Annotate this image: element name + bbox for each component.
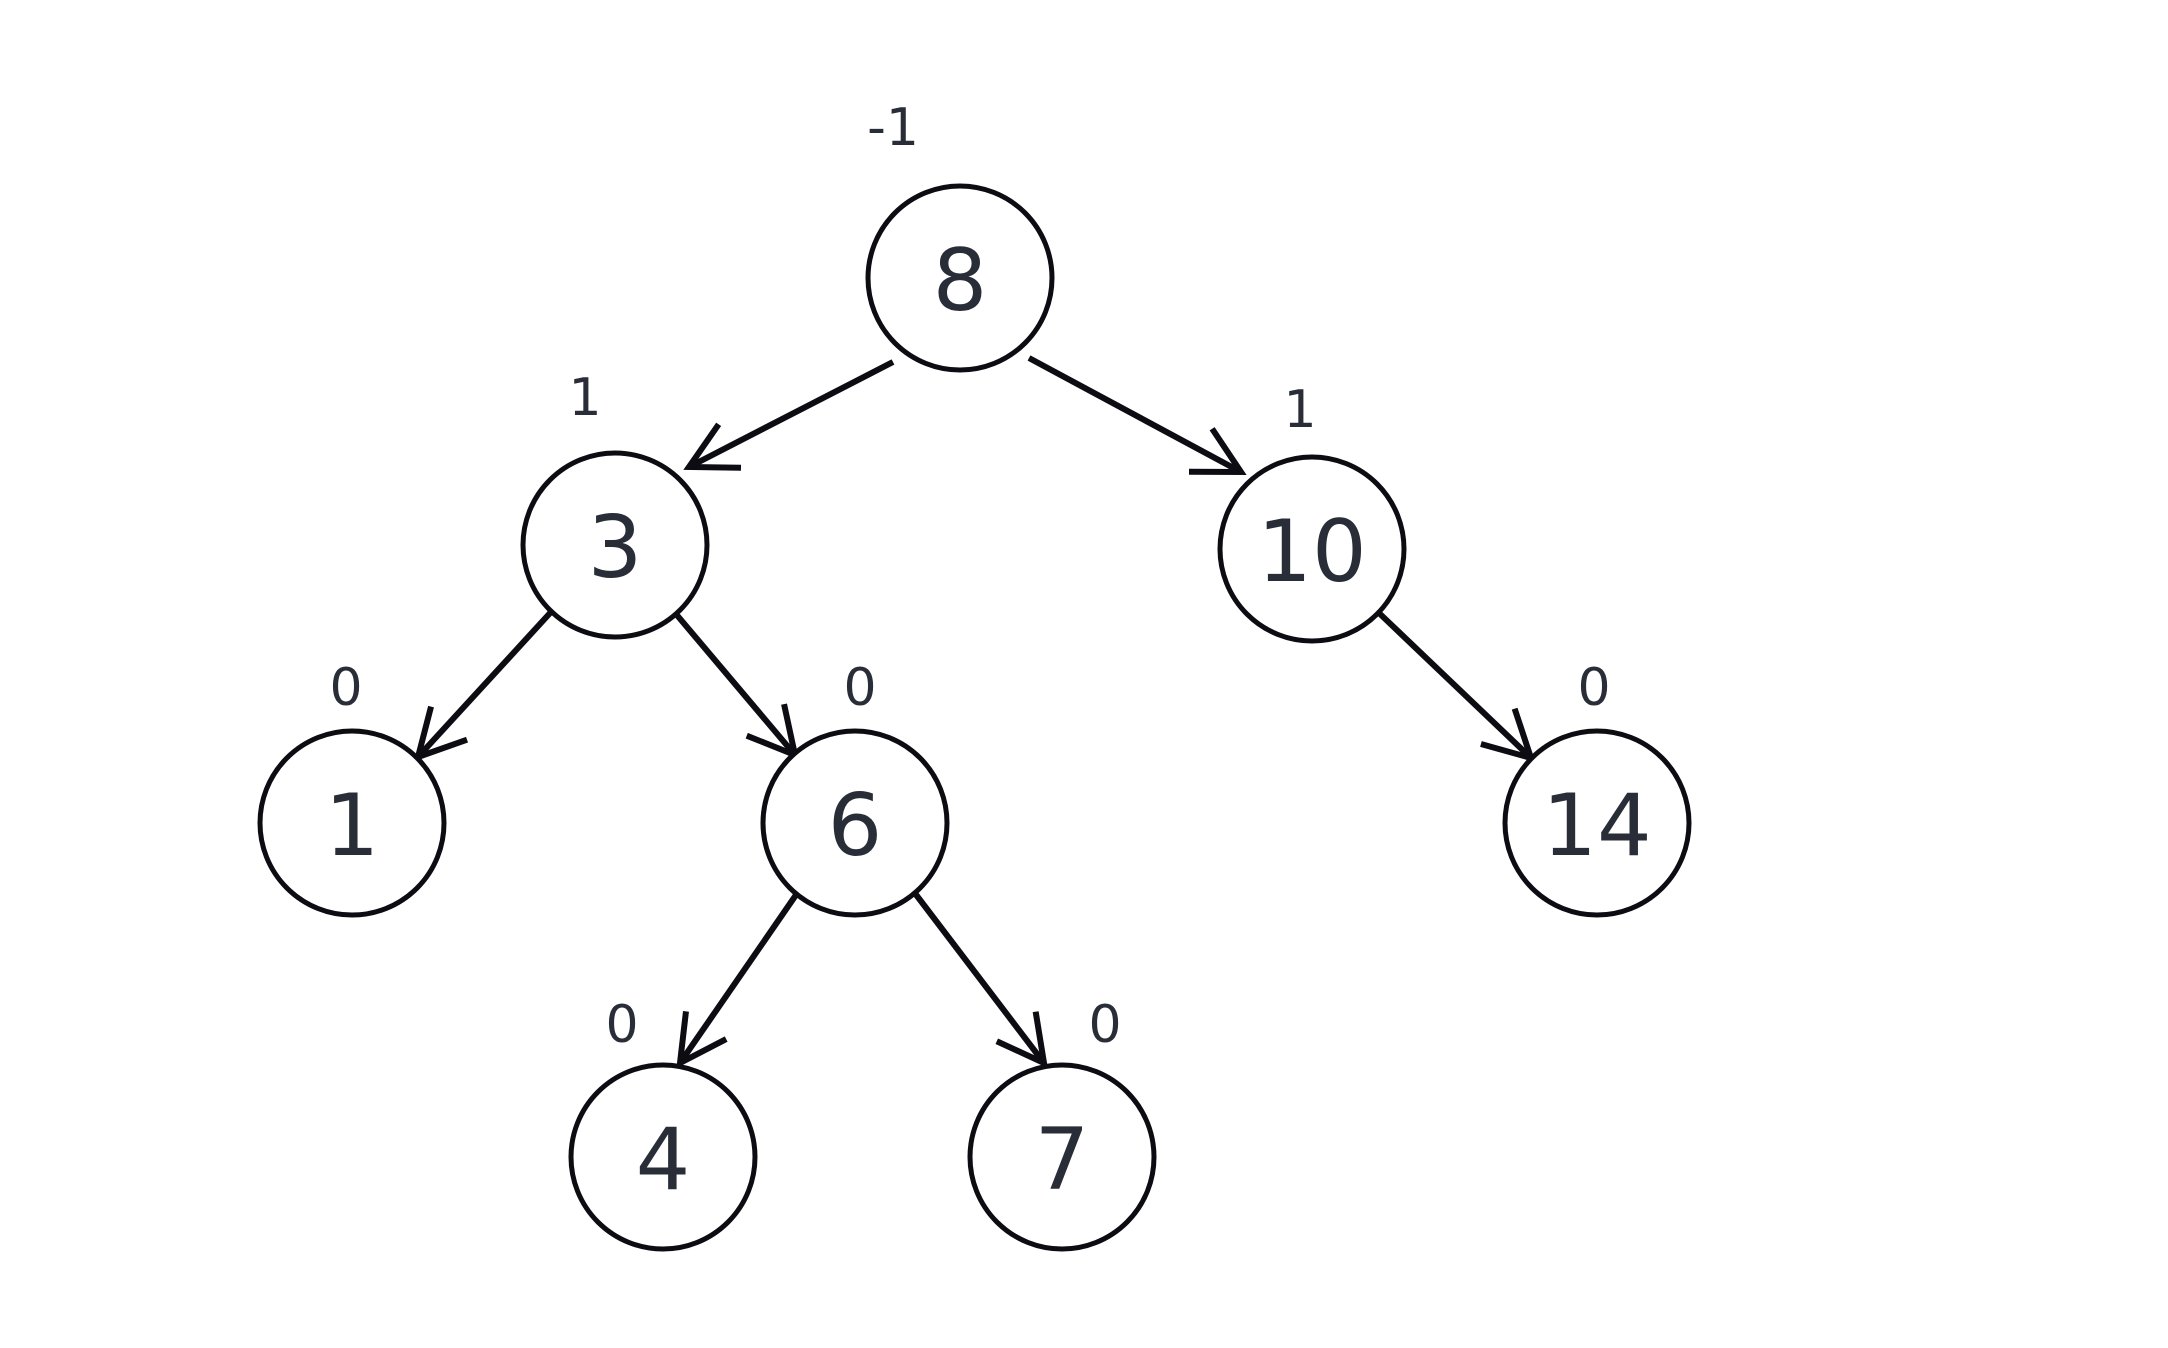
node-circle[interactable] <box>257 728 447 918</box>
edge-line <box>687 359 895 470</box>
node-circle[interactable] <box>865 183 1055 373</box>
tree-node-6[interactable]: 6 <box>760 728 950 918</box>
tree-node-3[interactable]: 3 <box>520 450 710 640</box>
node-circle[interactable] <box>568 1062 758 1252</box>
edge-line <box>1376 610 1534 761</box>
node-circle[interactable] <box>1502 728 1692 918</box>
edge-line <box>911 890 1047 1065</box>
tree-edge <box>1027 355 1247 476</box>
edge-arrowhead-icon <box>995 1011 1048 1069</box>
edge-line <box>415 609 554 760</box>
node-key-label: 3 <box>588 498 643 598</box>
tree-node-7[interactable]: 7 <box>967 1062 1157 1252</box>
tree-node-4[interactable]: 4 <box>568 1062 758 1252</box>
edges-layer <box>413 355 1536 1069</box>
tree-edge <box>673 612 800 760</box>
balance-factor-label-10: 1 <box>1283 380 1316 440</box>
balance-factor-label-7: 0 <box>1088 995 1121 1055</box>
balance-factor-label-4: 0 <box>605 995 638 1055</box>
edge-arrowhead-icon <box>676 1011 728 1069</box>
node-key-label: 6 <box>828 776 883 876</box>
edge-arrowhead-icon <box>683 422 742 471</box>
edge-line <box>673 612 798 757</box>
balance-factor-label-14: 0 <box>1577 658 1610 718</box>
node-key-label: 8 <box>933 231 988 331</box>
node-circle[interactable] <box>967 1062 1157 1252</box>
tree-edge <box>1376 610 1536 763</box>
node-key-label: 1 <box>325 776 380 876</box>
balance-factor-label-6: 0 <box>843 658 876 718</box>
tree-edge <box>413 609 554 762</box>
balance-factor-label-3: 1 <box>568 368 601 428</box>
node-circle[interactable] <box>1217 454 1407 644</box>
tree-node-1[interactable]: 1 <box>257 728 447 918</box>
node-key-label: 7 <box>1035 1110 1090 1210</box>
balance-factor-label-8: -1 <box>867 98 919 158</box>
node-key-label: 14 <box>1542 776 1651 876</box>
balance-factor-label-1: 0 <box>329 658 362 718</box>
node-key-label: 4 <box>636 1110 691 1210</box>
tree-edge <box>911 890 1048 1069</box>
tree-node-14[interactable]: 14 <box>1502 728 1692 918</box>
edge-line <box>1027 355 1243 475</box>
tree-node-10[interactable]: 10 <box>1217 454 1407 644</box>
node-circle[interactable] <box>520 450 710 640</box>
node-circle[interactable] <box>760 728 950 918</box>
edge-line <box>677 890 801 1065</box>
node-key-label: 10 <box>1257 502 1366 602</box>
tree-edge <box>676 890 801 1069</box>
tree-edge <box>683 359 895 471</box>
edge-arrowhead-icon <box>1188 427 1247 476</box>
tree-node-8[interactable]: 8 <box>865 183 1055 373</box>
